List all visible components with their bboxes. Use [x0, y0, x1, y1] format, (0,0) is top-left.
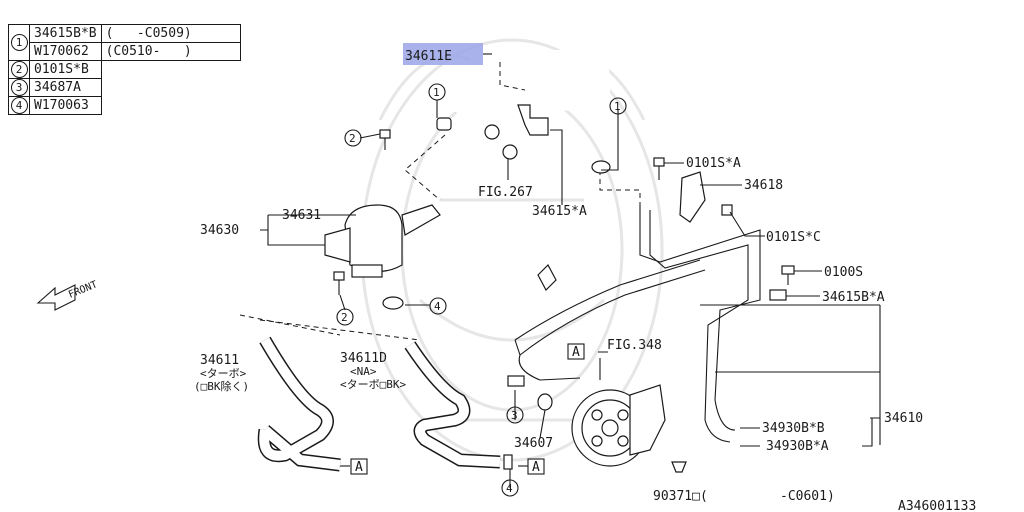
legend-num-3: 3 [10, 79, 28, 96]
legend-num-2: 2 [10, 61, 28, 78]
legend-range: (C0510- ) [100, 42, 241, 61]
svg-text:A: A [532, 460, 540, 475]
label-34630: 34630 [200, 223, 239, 238]
legend-part: 0101S*B [29, 60, 102, 79]
clamp-34615b-a[interactable] [769, 289, 787, 301]
bolt-0100s[interactable] [781, 265, 795, 285]
legend-num-1: 1 [10, 34, 28, 51]
legend-part: 34687A [29, 78, 102, 97]
label-fig267[interactable]: FIG.267 [478, 185, 533, 200]
legend-num-cell: 4 [8, 96, 30, 115]
svg-text:4: 4 [434, 300, 441, 313]
svg-text:1: 1 [614, 100, 621, 113]
clamp-4-upper[interactable] [382, 296, 404, 310]
ref-a-box-1[interactable]: A [350, 458, 368, 475]
bolt-2-lower[interactable] [333, 271, 345, 295]
label-34611-note1: <ターボ> [200, 367, 247, 380]
label-34631: 34631 [282, 208, 321, 223]
power-steering-pump[interactable] [571, 384, 666, 467]
label-0101s-a: 0101S*A [686, 156, 741, 171]
legend-range: ( -C0509) [100, 24, 241, 43]
svg-text:A: A [572, 345, 580, 360]
bracket-34615a[interactable] [484, 104, 549, 160]
legend-row: W170062 (C0510- ) [9, 42, 241, 61]
callout-4-lower: 4 [501, 479, 519, 497]
clip-upper[interactable] [537, 264, 557, 291]
label-34611d: 34611D [340, 351, 387, 366]
label-0101s-c: 0101S*C [766, 230, 821, 245]
label-90371: 90371□( [653, 489, 708, 504]
legend-row: 3 34687A [8, 78, 241, 97]
legend-num-cell: 1 [8, 24, 30, 61]
callout-3: 3 [506, 406, 524, 424]
label-0100s: 0100S [824, 265, 863, 280]
front-arrow-icon [36, 284, 76, 311]
reservoir-tank[interactable] [324, 204, 441, 278]
legend-row: 2 0101S*B [8, 60, 241, 79]
label-34611d-note1: <NA> [350, 365, 377, 378]
svg-text:3: 3 [511, 409, 518, 422]
label-34930b-a: 34930B*A [766, 439, 829, 454]
callout-2-lower: 2 [336, 308, 354, 326]
label-34930b-b: 34930B*B [762, 421, 825, 436]
label-34607: 34607 [514, 436, 553, 451]
label-34611-note2: (□BK除く) [194, 379, 249, 393]
clamp-1-right[interactable] [591, 160, 611, 174]
legend-part: 34615B*B [29, 24, 102, 43]
svg-text:A: A [355, 460, 363, 475]
pipe-assembly-34610[interactable] [514, 205, 761, 443]
label-34615a: 34615*A [532, 204, 587, 219]
svg-text:1: 1 [433, 86, 440, 99]
highlight-34611e [403, 43, 483, 65]
svg-text:2: 2 [341, 311, 348, 324]
legend-num-cell: 2 [8, 60, 30, 79]
legend-num-4: 4 [10, 97, 28, 114]
bracket-34618[interactable] [679, 171, 706, 223]
label-front: FRONT [67, 279, 99, 300]
hose-34611[interactable] [257, 336, 341, 472]
bolt-0101s-a[interactable] [653, 157, 665, 180]
ref-a-box-2[interactable]: A [527, 458, 545, 475]
legend-table: 1 34615B*B ( -C0509) W170062 (C0510- ) 2… [8, 24, 241, 115]
callout-1-top: 1 [428, 83, 446, 101]
legend-part: W170063 [29, 96, 102, 115]
grommet-90371[interactable] [671, 461, 687, 473]
callout-2-top: 2 [344, 129, 362, 147]
label-90371-range: -C0601) [780, 489, 835, 504]
label-34618: 34618 [744, 178, 783, 193]
callout-1-right: 1 [609, 97, 627, 115]
ref-a-box-3[interactable]: A [567, 343, 585, 360]
fitting-34607[interactable] [537, 393, 553, 411]
legend-row: 1 34615B*B ( -C0509) [8, 24, 241, 61]
legend-num-cell: 3 [8, 78, 30, 97]
label-34610: 34610 [884, 411, 923, 426]
svg-text:2: 2 [349, 132, 356, 145]
callout-4-upper: 4 [429, 297, 447, 315]
fitting-3[interactable] [507, 375, 525, 387]
svg-text:4: 4 [506, 482, 513, 495]
hose-34611d[interactable] [404, 341, 501, 469]
hose-34611e[interactable] [450, 50, 610, 114]
diagram-id: A346001133 [898, 499, 976, 512]
label-34615b-a: 34615B*A [822, 290, 885, 305]
clamp-1[interactable] [436, 117, 452, 131]
label-34611: 34611 [200, 353, 239, 368]
bolt-0101s-c[interactable] [721, 204, 733, 216]
legend-part: W170062 [29, 42, 102, 61]
label-34611d-note2: <ターボ□BK> [340, 378, 406, 391]
legend-row: 4 W170063 [8, 96, 241, 115]
label-fig348[interactable]: FIG.348 [607, 338, 662, 353]
